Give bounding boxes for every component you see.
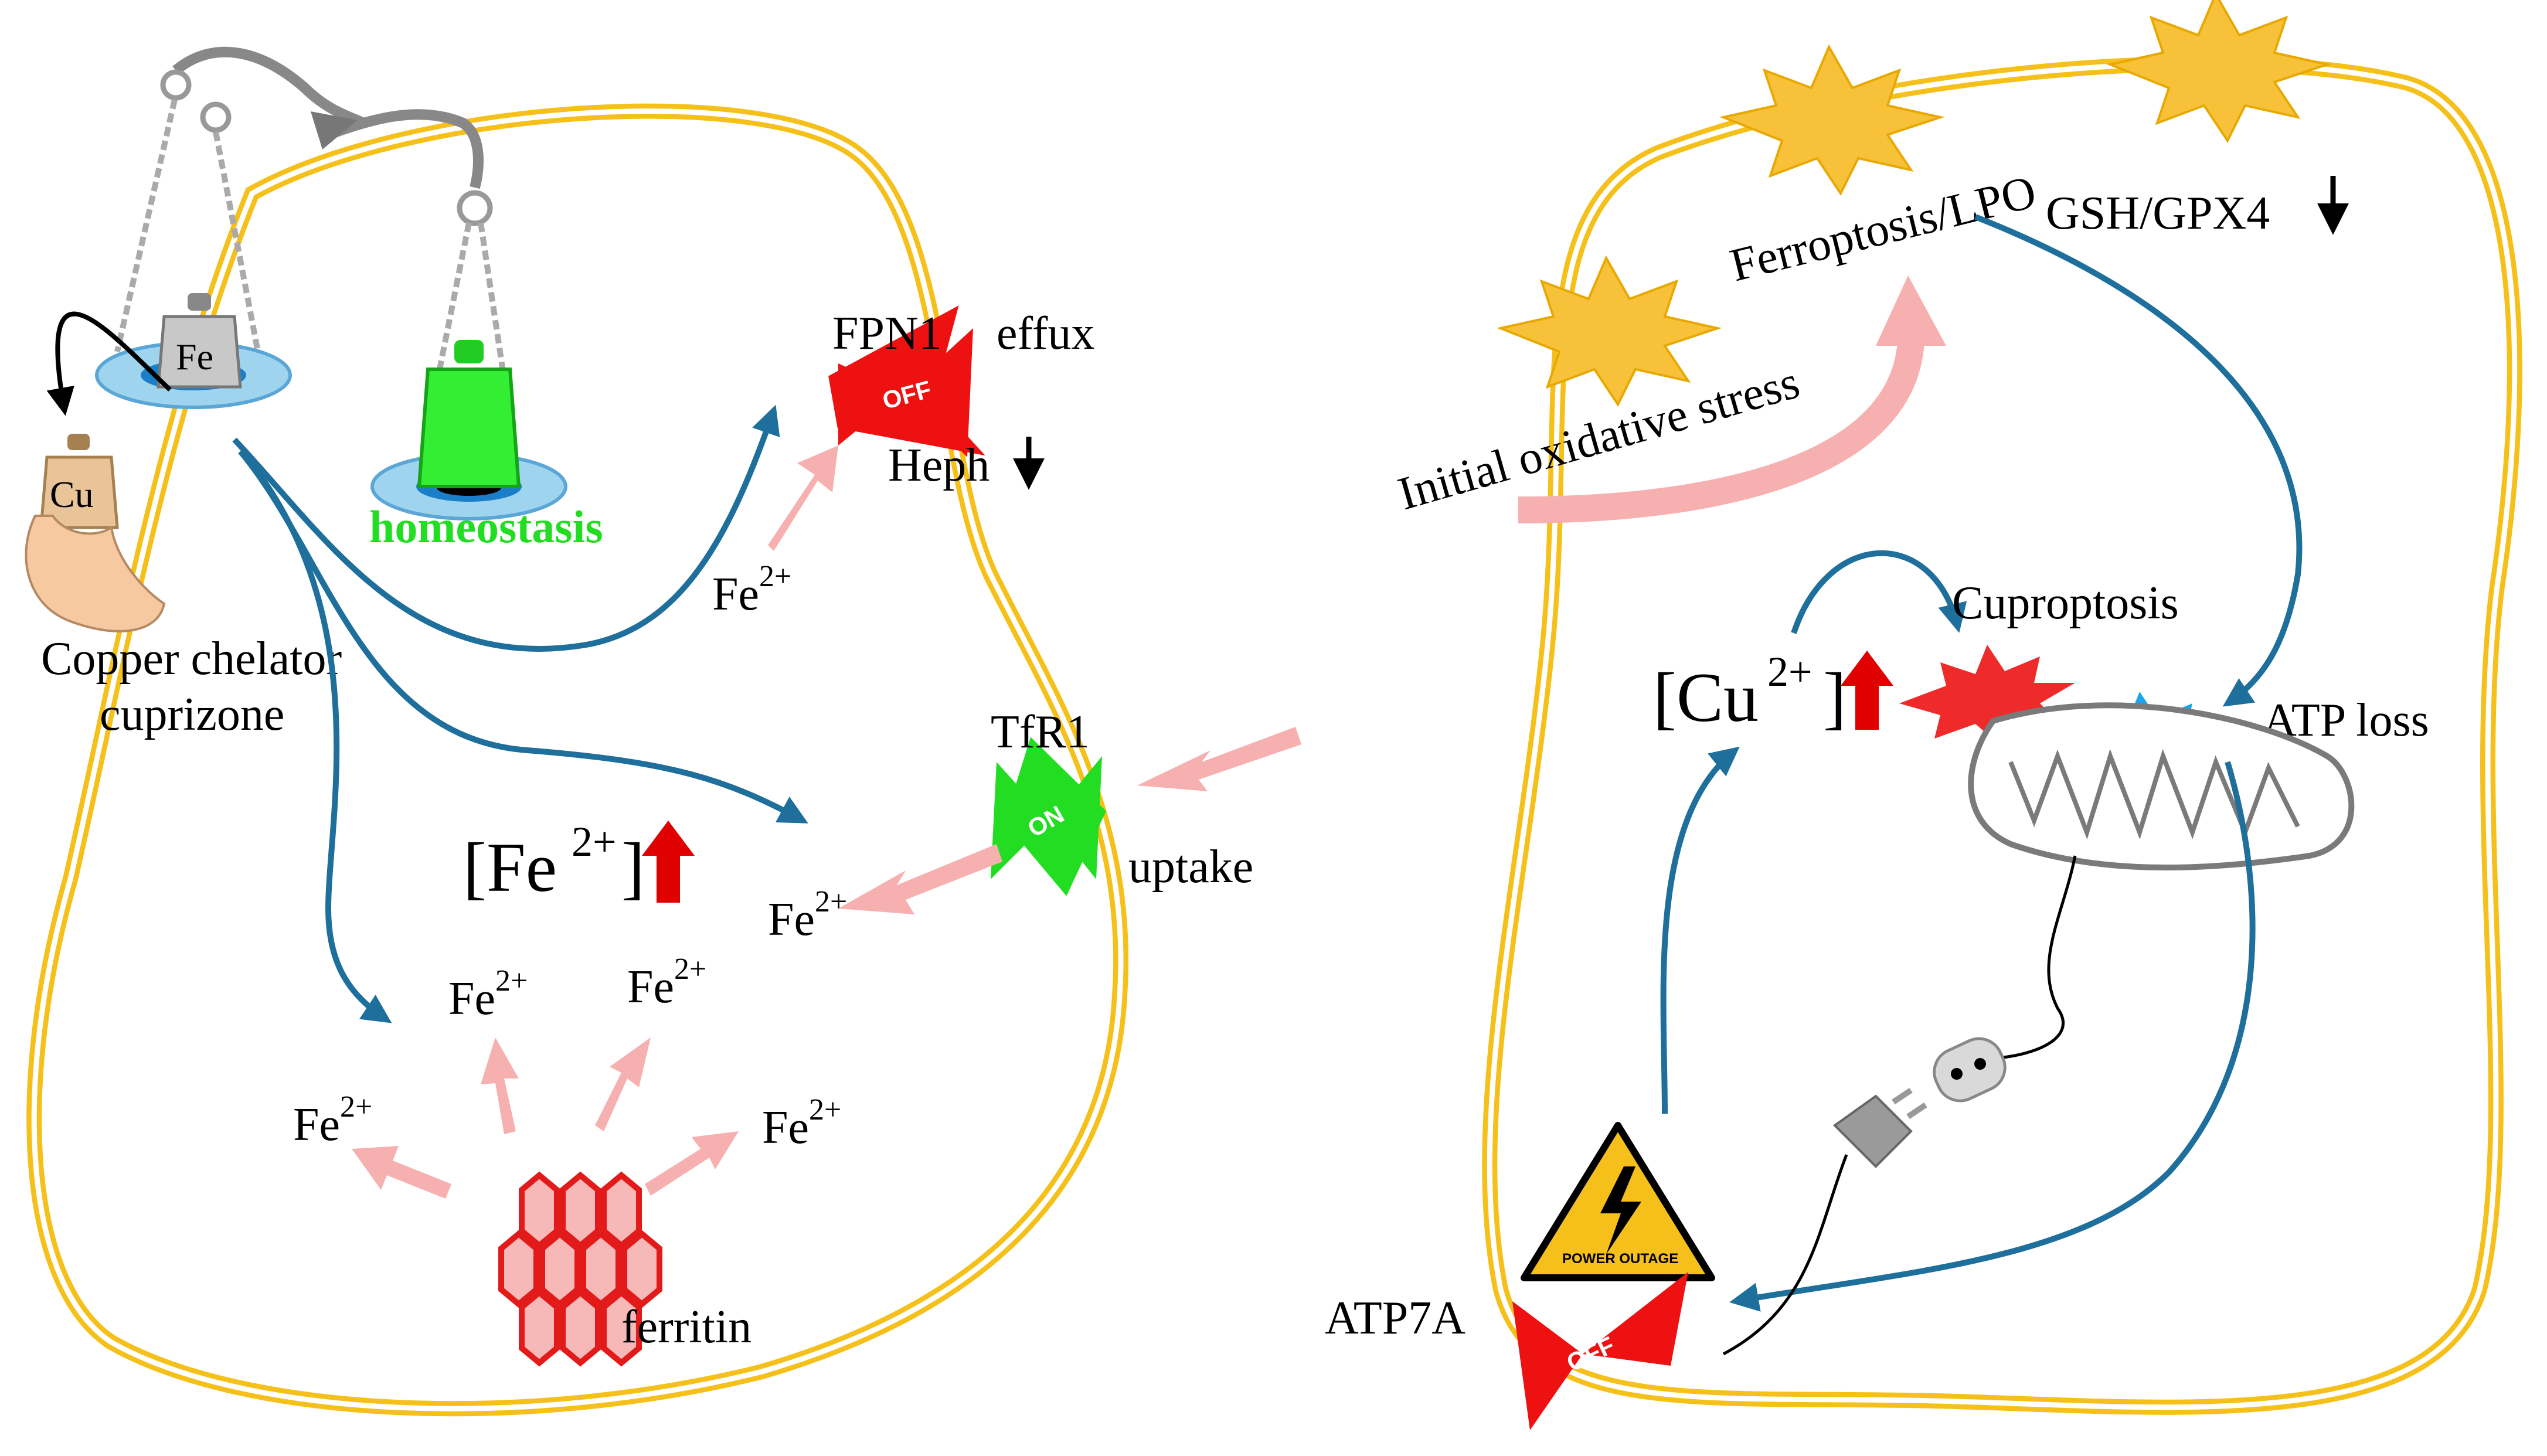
cu-weight-label: Cu	[50, 474, 94, 515]
tfr1-label: TfR1	[991, 706, 1090, 758]
blue-arrow-to-cuproptosis	[1791, 550, 1967, 634]
svg-text:Fe: Fe	[712, 569, 759, 620]
transfer-arrow	[46, 311, 172, 416]
cu-weight-icon: Cu	[39, 434, 119, 529]
effux-label: effux	[997, 308, 1094, 359]
pink-arrow-ferritin-upleft	[481, 1037, 519, 1134]
blue-arrow-to-ferritin	[244, 455, 392, 1023]
homeostasis-weight-icon	[417, 340, 521, 488]
pink-arrow-ferritin-upright	[595, 1037, 651, 1131]
svg-text:Fe: Fe	[448, 973, 495, 1025]
svg-text:Fe: Fe	[627, 961, 674, 1013]
blue-arrow-to-atp7a	[1729, 761, 2256, 1312]
mitochondrion-icon	[1968, 702, 2355, 870]
fe-weight-label: Fe	[176, 336, 213, 377]
fpn1-gate: OFF	[828, 305, 985, 457]
svg-text:2+: 2+	[1767, 648, 1813, 695]
cu-concentration: [Cu 2+ ]	[1653, 648, 1847, 736]
atp7a-label: ATP7A	[1325, 1292, 1465, 1344]
fe-ion-uptake: Fe 2+	[768, 885, 847, 945]
pink-arrow-uptake-inside	[838, 844, 1002, 914]
svg-text:Fe: Fe	[293, 1099, 340, 1151]
ferroptosis-label: Ferroptosis/LPO	[1725, 166, 2041, 291]
svg-text:Fe: Fe	[768, 894, 815, 945]
pink-arrow-ferritin-left	[352, 1146, 451, 1199]
socket-icon	[1933, 1037, 2007, 1103]
initial-stress-arrow	[1518, 339, 1924, 523]
pink-arrow-ferritin-right	[645, 1131, 739, 1196]
power-outage-label: POWER OUTAGE	[1562, 1251, 1678, 1267]
cu-up-arrow	[1841, 651, 1893, 730]
power-cord	[1951, 855, 2077, 1060]
fe-ion-upleft: Fe 2+	[448, 964, 528, 1025]
fe-concentration: [Fe 2+ ]	[463, 818, 645, 906]
cuproptosis-label: Cuproptosis	[1952, 577, 2179, 629]
svg-text:]: ]	[621, 828, 645, 906]
fe-ion-left: Fe 2+	[293, 1090, 372, 1151]
tfr1-gate: ON	[991, 737, 1106, 896]
svg-text:[Cu: [Cu	[1653, 658, 1759, 736]
plug-icon	[1722, 1087, 1927, 1356]
homeostasis-label: homeostasis	[369, 501, 603, 552]
svg-text:Fe: Fe	[762, 1102, 809, 1154]
chelator-line2: cuprizone	[100, 689, 284, 740]
svg-text:2+: 2+	[809, 1093, 841, 1127]
fpn1-label: FPN1	[832, 308, 942, 359]
svg-text:2+: 2+	[340, 1090, 372, 1124]
hand-icon	[25, 515, 166, 632]
chelator-line1: Copper chelator	[41, 633, 342, 685]
svg-text:2+: 2+	[815, 885, 847, 918]
svg-text:2+: 2+	[759, 560, 791, 593]
pink-arrow-fe-efflux	[768, 445, 838, 551]
blue-arrow-to-fpn1	[232, 404, 780, 652]
uptake-label: uptake	[1128, 841, 1253, 893]
atp7a-gate: OFF	[1512, 1272, 1688, 1430]
gsh-label: GSH/GPX4	[2046, 188, 2270, 239]
ferritin-icon	[498, 1171, 662, 1367]
heph-label: Heph	[888, 440, 989, 491]
svg-text:[Fe: [Fe	[463, 828, 557, 906]
fe-ion-right: Fe 2+	[762, 1093, 841, 1154]
svg-text:2+: 2+	[572, 818, 617, 865]
blue-arrow-to-cu	[1660, 746, 1740, 1114]
left-cell: Fe homeostasis Cu Copper chelator cupriz…	[25, 46, 1301, 1417]
ferritin-label: ferritin	[621, 1301, 751, 1353]
blue-arrow-to-uptake	[238, 449, 808, 824]
fe-up-arrow	[642, 821, 695, 903]
fe-ion-efflux: Fe 2+	[712, 560, 791, 620]
fe-ion-upright: Fe 2+	[627, 952, 706, 1013]
fe-weight-icon: Fe	[157, 293, 242, 389]
right-cell: Ferroptosis/LPO GSH/GPX4 Initial oxidati…	[1325, 0, 2522, 1430]
pink-arrow-uptake-outside	[1137, 727, 1301, 791]
svg-text:2+: 2+	[674, 952, 706, 986]
svg-text:2+: 2+	[495, 964, 528, 998]
lpo-burst-icons	[1497, 0, 2332, 407]
power-outage-warning-icon: POWER OUTAGE	[1521, 1122, 1715, 1281]
svg-text:]: ]	[1823, 658, 1847, 736]
blue-arrow-gsh-to-atp	[1974, 214, 2303, 707]
